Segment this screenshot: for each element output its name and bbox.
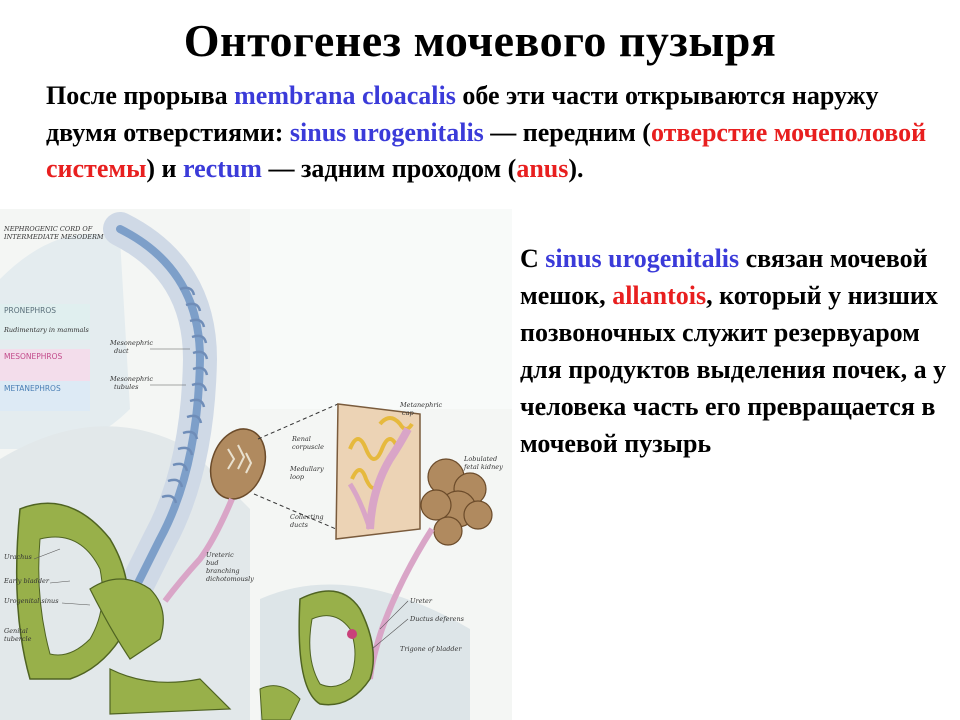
label-renal-corpuscle-2: corpuscle	[292, 443, 324, 451]
urinary-development-diagram: NEPHROGENIC CORD OF INTERMEDIATE MESODER…	[0, 209, 512, 720]
intro-text: После прорыва	[46, 81, 235, 110]
intro-text: обе эти части открываются наружу двумя о…	[46, 81, 879, 147]
label-genital-tubercle: Genital	[4, 627, 28, 635]
label-ductus-deferens: Ductus deferens	[409, 615, 465, 623]
label-mesonephric-duct-2: duct	[114, 347, 129, 355]
label-metanephros: METANEPHROS	[4, 384, 61, 393]
term-allantois: allantois	[612, 281, 707, 310]
side-text: связан мочевой мешок,	[520, 244, 928, 310]
label-ureteric-bud-3: branching	[206, 567, 240, 575]
intro-text: ) и	[146, 154, 184, 183]
label-mesonephros: MESONEPHROS	[4, 352, 62, 361]
label-genital-tubercle-2: tubercle	[4, 635, 32, 643]
label-trigone: Trigone of bladder	[400, 645, 462, 653]
label-medullary-loop: Medullary	[289, 465, 324, 473]
label-mesonephric-duct: Mesonephric	[109, 339, 153, 347]
label-metanephric-cap-2: cap	[402, 409, 415, 417]
label-ureteric-bud: Ureteric	[206, 551, 234, 559]
label-lobulated-kidney-2: fetal kidney	[463, 463, 503, 471]
label-lobulated-kidney: Lobulated	[463, 455, 497, 463]
label-urogenital-sinus: Urogenital sinus	[4, 597, 59, 605]
label-mesonephric-tubules: Mesonephric	[109, 375, 153, 383]
label-ureteric-bud-4: dichotomously	[206, 575, 254, 583]
label-metanephric-cap: Metanephric	[399, 401, 443, 409]
side-text: , который у низших позвоночных служит ре…	[520, 281, 947, 458]
term-sinus-urogenitalis: sinus urogenitalis	[289, 117, 484, 147]
term-membrana-cloacalis: membrana cloacalis	[234, 81, 456, 110]
label-ureteric-bud-2: bud	[206, 559, 219, 567]
term-sinus-urogenitalis: sinus urogenitalis	[545, 244, 740, 273]
intro-text: ).	[568, 154, 584, 183]
intro-text: — передним (	[483, 117, 651, 147]
embryology-illustration: NEPHROGENIC CORD OF INTERMEDIATE MESODER…	[0, 209, 512, 720]
label-mesonephric-tubules-2: tubules	[114, 383, 139, 391]
intro-paragraph: После прорыва membrana cloacalis обе эти…	[46, 78, 946, 188]
page-title: Онтогенез мочевого пузыря	[183, 15, 777, 66]
term-anus: anus	[516, 154, 569, 183]
label-collecting-ducts: Collecting	[290, 513, 324, 521]
intro-text: — задним проходом (	[261, 154, 517, 183]
side-paragraph: С sinus urogenitalis связан мочевой мешо…	[520, 240, 950, 462]
label-urachus: Urachus	[4, 553, 32, 561]
label-ureter: Ureter	[410, 597, 433, 605]
label-renal-corpuscle: Renal	[291, 435, 311, 443]
label-intermediate-mesoderm: INTERMEDIATE MESODERM	[3, 233, 104, 241]
label-collecting-ducts-2: ducts	[290, 521, 309, 529]
side-text: С	[520, 244, 546, 273]
label-early-bladder: Early bladder	[3, 577, 50, 585]
label-nephrogenic-cord: NEPHROGENIC CORD OF	[3, 225, 93, 233]
label-pronephros-note: Rudimentary in mammals	[3, 326, 90, 334]
label-medullary-loop-2: loop	[290, 473, 305, 481]
term-rectum: rectum	[183, 154, 262, 183]
label-pronephros: PRONEPHROS	[4, 306, 56, 315]
term-urogenital-opening: отверстие мочеполовой системы	[46, 117, 927, 184]
